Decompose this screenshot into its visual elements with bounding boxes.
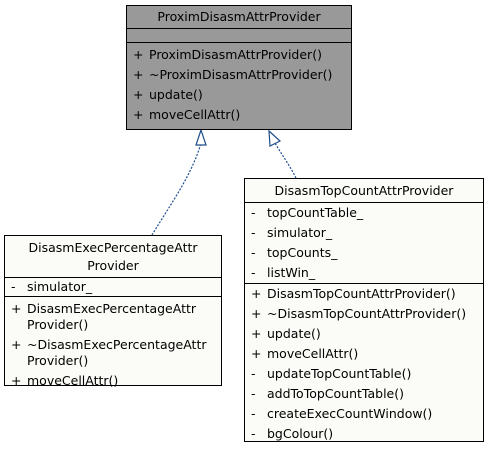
inheritance-arrowhead-top	[268, 129, 282, 147]
attribute-row: -topCountTable_	[251, 205, 364, 220]
method-row: +~DisasmExecPercentageAttr Provider()	[11, 337, 207, 368]
class-name: DisasmTopCountAttrProvider	[274, 183, 454, 198]
methods-section: +ProximDisasmAttrProvider() +~ProximDisa…	[127, 42, 351, 127]
class-name: ProximDisasmAttrProvider	[157, 9, 321, 24]
class-box-disasm-exec-percentage-attr-provider[interactable]: DisasmExecPercentageAttr Provider -simul…	[4, 235, 222, 388]
method-row: +moveCellAttr()	[11, 373, 119, 388]
attribute-row: -simulator_	[11, 279, 93, 294]
method-row: +~DisasmTopCountAttrProvider()	[251, 306, 467, 321]
method-row: -addToTopCountTable()	[251, 386, 404, 401]
method-row: +DisasmTopCountAttrProvider()	[251, 286, 456, 301]
attributes-section: -simulator_	[5, 277, 221, 296]
class-box-disasm-top-count-attr-provider[interactable]: DisasmTopCountAttrProvider -topCountTabl…	[244, 178, 484, 442]
attributes-section	[127, 28, 351, 42]
class-name: DisasmExecPercentageAttr Provider	[5, 236, 221, 277]
method-row: +moveCellAttr()	[133, 107, 241, 122]
class-name-line-1: DisasmExecPercentageAttr	[28, 240, 198, 255]
attributes-section: -topCountTable_ -simulator_ -topCounts_ …	[245, 202, 483, 283]
methods-section: +DisasmTopCountAttrProvider() +~DisasmTo…	[245, 283, 483, 444]
method-row: -bgColour()	[251, 426, 334, 441]
class-box-proxim-disasm-attr-provider[interactable]: ProximDisasmAttrProvider +ProximDisasmAt…	[126, 5, 352, 130]
method-row: +update()	[133, 87, 203, 102]
class-name-line-2: Provider	[87, 258, 139, 273]
method-row: +~ProximDisasmAttrProvider()	[133, 67, 333, 82]
attribute-row: -topCounts_	[251, 245, 338, 260]
method-row: +moveCellAttr()	[251, 346, 359, 361]
attribute-row: -listWin_	[251, 265, 316, 280]
method-row: +DisasmExecPercentageAttr Provider()	[11, 301, 197, 332]
method-row: +update()	[251, 326, 321, 341]
methods-section: +DisasmExecPercentageAttr Provider() +~D…	[5, 296, 221, 393]
method-row: -createExecCountWindow()	[251, 406, 433, 421]
edge-exec-to-base	[151, 142, 202, 236]
edge-top-to-base	[274, 142, 297, 179]
method-row: +ProximDisasmAttrProvider()	[133, 47, 322, 62]
method-row: -updateTopCountTable()	[251, 366, 412, 381]
inheritance-arrowhead-exec	[195, 128, 207, 146]
attribute-row: -simulator_	[251, 225, 333, 240]
